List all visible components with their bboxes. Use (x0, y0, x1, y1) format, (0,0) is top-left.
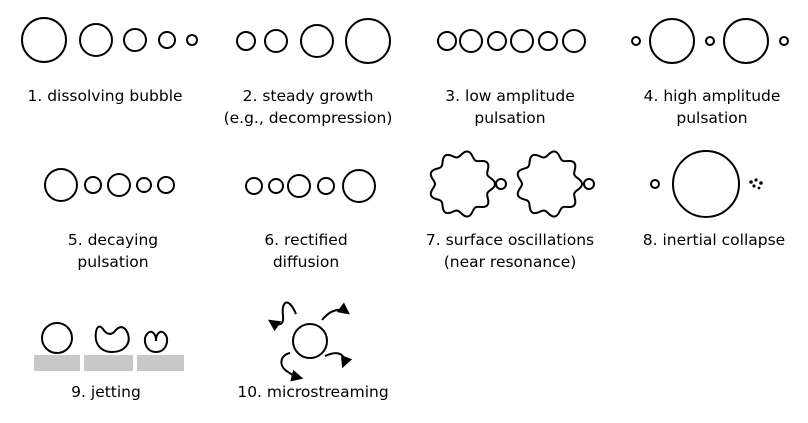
stream-arrow (324, 352, 353, 369)
caption-line: 8. inertial collapse (642, 231, 786, 249)
substrate-plate (34, 355, 80, 371)
caption-line: (e.g., decompression) (223, 109, 393, 127)
collapse-fragments (749, 178, 763, 190)
jet-bubble (143, 330, 169, 354)
stream-arrow (268, 301, 297, 332)
caption-line: 10. microstreaming (237, 383, 389, 401)
caption-line: pulsation (77, 253, 149, 271)
panel-low-amplitude-pulsation-bubbles (437, 29, 586, 53)
caption-line: (near resonance) (443, 253, 577, 271)
panel-microstreaming-drawing (268, 301, 353, 382)
caption-line: 2. steady growth (242, 87, 374, 105)
wavy-bubble (429, 150, 497, 218)
caption-rectified-diffusion: 6. rectified diffusion (264, 229, 347, 273)
caption-line: 7. surface oscillations (425, 231, 595, 249)
caption-steady-growth: 2. steady growth (e.g., decompression) (224, 85, 393, 129)
substrate-plate (137, 355, 184, 371)
caption-low-amplitude-pulsation: 3. low amplitude pulsation (445, 85, 574, 129)
caption-line: 9. jetting (71, 383, 141, 401)
panel-dissolving-bubble-bubbles (21, 17, 198, 63)
caption-line: 4. high amplitude (643, 87, 781, 105)
panel-decaying-pulsation-bubbles (44, 168, 175, 202)
wavy-bubble (516, 150, 584, 218)
caption-line: diffusion (272, 253, 340, 271)
caption-dissolving-bubble: 1. dissolving bubble (27, 85, 182, 107)
panel-steady-growth-bubbles (236, 18, 391, 64)
panel-high-amplitude-pulsation-bubbles (631, 18, 789, 64)
caption-line: 1. dissolving bubble (27, 87, 183, 105)
panel-surface-oscillations-bubbles (429, 150, 595, 218)
caption-surface-oscillations: 7. surface oscillations (near resonance) (426, 229, 594, 273)
indented-bubble (94, 325, 130, 354)
panel-jetting-drawing (34, 322, 184, 371)
caption-line: 6. rectified (264, 231, 348, 249)
panel-inertial-collapse-bubbles (650, 150, 763, 218)
stream-arrow (321, 302, 350, 321)
panel-rectified-diffusion-bubbles (245, 169, 376, 203)
caption-line: 3. low amplitude (445, 87, 575, 105)
caption-microstreaming: 10. microstreaming (237, 381, 388, 403)
caption-inertial-collapse: 8. inertial collapse (643, 229, 785, 251)
caption-decaying-pulsation: 5. decaying pulsation (68, 229, 158, 273)
caption-line: pulsation (676, 109, 748, 127)
substrate-plate (84, 355, 133, 371)
caption-line: 5. decaying (67, 231, 159, 249)
caption-high-amplitude-pulsation: 4. high amplitude pulsation (644, 85, 781, 129)
stream-arrow (280, 352, 304, 382)
caption-line: pulsation (474, 109, 546, 127)
caption-jetting: 9. jetting (71, 381, 141, 403)
